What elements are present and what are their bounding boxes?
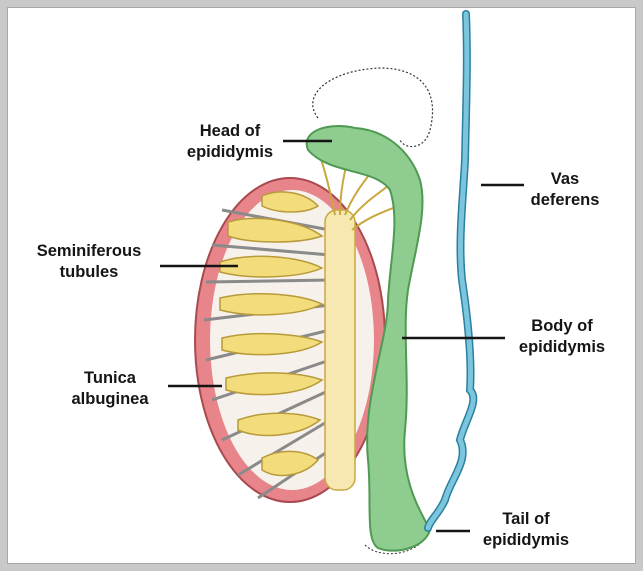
mediastinum-testis [324, 209, 356, 491]
seminiferous-tubule-lobules [219, 191, 324, 477]
label-head-of-epididymis: Head of epididymis [186, 122, 274, 161]
vas-deferens-fill [425, 11, 476, 531]
label-tunica-albuginea: Tunica albuginea [71, 369, 149, 408]
tunica-vaginalis-outline [312, 67, 434, 148]
leader-lines [160, 139, 524, 533]
label-body-of-epididymis: Body of epididymis [518, 317, 606, 356]
label-seminiferous-tubules: Seminiferous tubules [36, 242, 142, 281]
label-vas-deferens: Vas deferens [530, 170, 600, 209]
label-tail-of-epididymis: Tail of epididymis [482, 510, 570, 549]
